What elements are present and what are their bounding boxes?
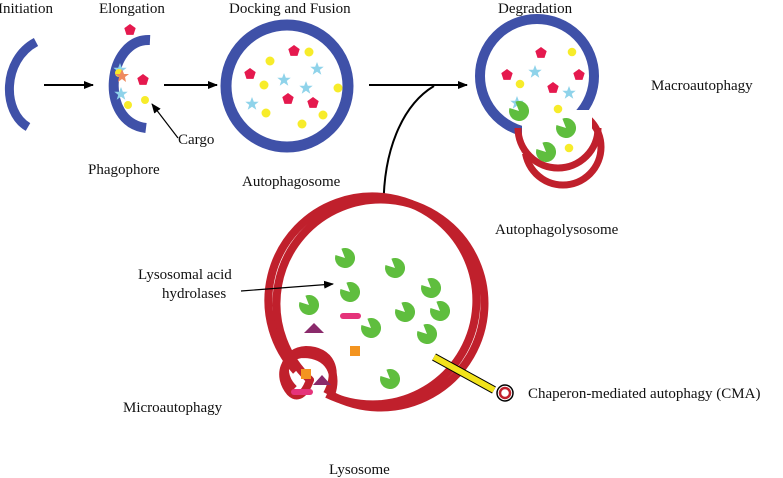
autophagolysosome-label: Autophagolysosome (495, 222, 619, 238)
autophagosome-membrane (220, 19, 354, 153)
stage-title-docking: Docking and Fusion (229, 1, 351, 17)
lysosome-label: Lysosome (329, 462, 390, 478)
hydrolases-pointer (240, 280, 334, 292)
hydrolases-label-line1: Lysosomal acid (138, 267, 232, 283)
purple-triangle-cargo (304, 323, 324, 333)
initiation-membrane (4, 38, 39, 131)
autophagosome-label: Autophagosome (242, 174, 341, 190)
cargo-pointer (151, 103, 179, 139)
orange-star-icon (115, 69, 129, 82)
micro-purple-triangle (313, 375, 331, 385)
stage-title-initiation: Initiation (0, 1, 53, 17)
macroautophagy-label: Macroautophagy (651, 78, 753, 94)
cargo-label: Cargo (178, 132, 214, 148)
lysosome-body (264, 192, 481, 409)
cma-label: Chaperon-mediated autophagy (CMA) (528, 386, 760, 402)
autophagolysosome-cargo (501, 47, 585, 162)
phagophore-label: Phagophore (88, 162, 160, 178)
pink-cargo (340, 313, 361, 319)
orange-square-cargo (350, 346, 360, 356)
chaperone-receptor (432, 353, 514, 402)
phagophore-membrane (108, 34, 151, 133)
micro-pink-cargo (291, 389, 313, 395)
microautophagy-label: Microautophagy (123, 400, 223, 416)
autophagosome-cargo (244, 45, 343, 129)
stage-title-degradation: Degradation (498, 1, 573, 17)
hydrolases-label-line2: hydrolases (162, 286, 226, 302)
micro-orange-square (301, 369, 311, 379)
stage-title-elongation: Elongation (99, 1, 165, 17)
